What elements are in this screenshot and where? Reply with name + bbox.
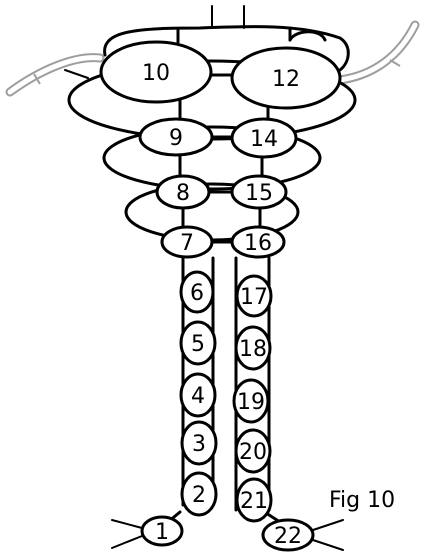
bead-label: 17 — [240, 285, 268, 310]
bead-label: 1 — [155, 520, 169, 545]
bead-4: 4 — [181, 374, 215, 416]
cord-left — [10, 58, 100, 92]
bead-label: 8 — [176, 181, 190, 206]
bead-label: 12 — [272, 67, 300, 92]
bead-5: 5 — [181, 322, 215, 364]
bead-17: 17 — [237, 276, 271, 316]
bead-label: 4 — [191, 384, 205, 409]
bead-15: 15 — [232, 176, 286, 208]
bead-label: 7 — [180, 231, 194, 256]
bead-label: 20 — [239, 440, 267, 465]
bead-1: 1 — [142, 517, 182, 545]
bead-7: 7 — [162, 227, 212, 257]
bead-19: 19 — [234, 380, 268, 422]
bead-label: 10 — [142, 61, 170, 86]
bead-label: 9 — [169, 126, 183, 151]
bead-16: 16 — [232, 227, 284, 257]
bead-21: 21 — [237, 479, 271, 521]
bead-label: 22 — [274, 524, 302, 549]
bead-label: 14 — [250, 127, 278, 152]
figure-caption: Fig 10 — [329, 488, 395, 513]
bead-label: 18 — [239, 337, 267, 362]
bead-6: 6 — [181, 272, 213, 312]
bead-label: 16 — [244, 231, 272, 256]
top-thread-ends — [212, 6, 244, 28]
bead-18: 18 — [236, 327, 270, 369]
bead-label: 5 — [191, 332, 205, 357]
bead-label: 3 — [192, 432, 206, 457]
bead-label: 19 — [237, 390, 265, 415]
bead-12: 12 — [232, 48, 340, 108]
bead-3: 3 — [182, 422, 216, 464]
bead-label: 6 — [190, 281, 204, 306]
bead-22: 22 — [263, 520, 313, 550]
bead-8: 8 — [157, 176, 209, 208]
bead-label: 21 — [240, 489, 268, 514]
bead-label: 15 — [245, 181, 273, 206]
bead-2: 2 — [182, 473, 216, 515]
bead-20: 20 — [236, 430, 270, 472]
bead-10: 10 — [101, 42, 211, 102]
cord-right — [340, 25, 415, 80]
bead-label: 2 — [192, 483, 206, 508]
bead-9: 9 — [140, 119, 212, 155]
bead-14: 14 — [232, 119, 296, 157]
